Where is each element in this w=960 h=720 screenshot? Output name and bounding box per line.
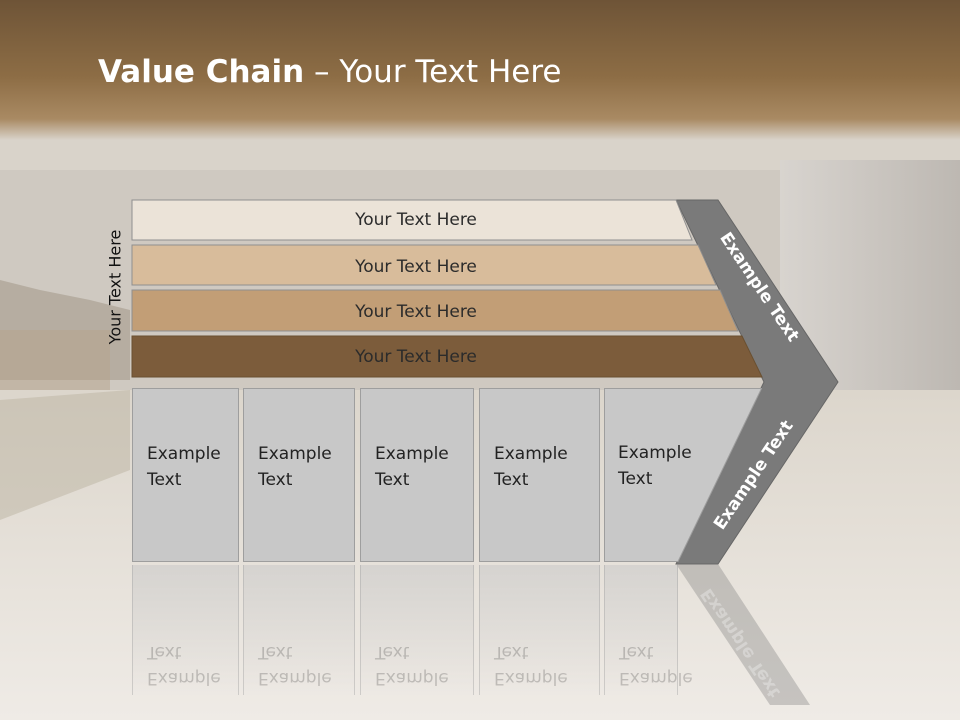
box-line2: Text [147,470,182,490]
box-line1: Example [375,444,449,464]
bar-4 [131,335,763,378]
example-box-5-shape [604,388,762,562]
bar-1-label: Your Text Here [354,210,477,230]
page-title: Value Chain – Your Text Here [98,54,561,90]
title-rest: – Your Text Here [304,54,562,90]
example-box-2-reflection: Example Text [243,565,355,695]
box-line1: Example [494,668,568,688]
bar-2 [131,244,717,286]
box-line1: Example [147,444,221,464]
chevron-arrow [675,199,839,565]
box-line1: Example [375,668,449,688]
title-band [0,0,960,140]
bar-2-label: Your Text Here [354,257,477,277]
box-line2: Text [618,469,653,489]
title-bold: Value Chain [98,54,305,90]
box-line1: Example [494,444,568,464]
reflection-text: Example Text [375,639,449,691]
example-box-3-reflection: Example Text [360,565,474,695]
box-line1: Example [619,668,693,688]
box-line2: Text [258,642,293,662]
reflection-text: Example Text [494,639,568,691]
example-box-1-reflection: Example Text [132,565,239,695]
bar-3-label: Your Text Here [354,302,477,322]
bar-3 [131,289,739,332]
box-line1: Example [258,668,332,688]
box-line1: Example [618,443,692,463]
box-line2: Text [619,642,654,662]
box-line1: Example [147,668,221,688]
box-line1: Example [258,444,332,464]
box-line2: Text [375,470,410,490]
box-line2: Text [494,470,529,490]
example-box-5-reflection: Example Text [604,565,693,695]
chevron-arrow-reflection [676,564,810,705]
bar-1 [131,199,693,241]
box-line2: Text [494,642,529,662]
reflection-text: Example Text [147,639,221,691]
reflection-text: Example Text [619,639,693,691]
box-line2: Text [258,470,293,490]
box-line2: Text [147,642,182,662]
box-line2: Text [375,642,410,662]
reflection-text: Example Text [258,639,332,691]
example-box-4-reflection: Example Text [479,565,600,695]
bar-4-label: Your Text Here [354,347,477,367]
